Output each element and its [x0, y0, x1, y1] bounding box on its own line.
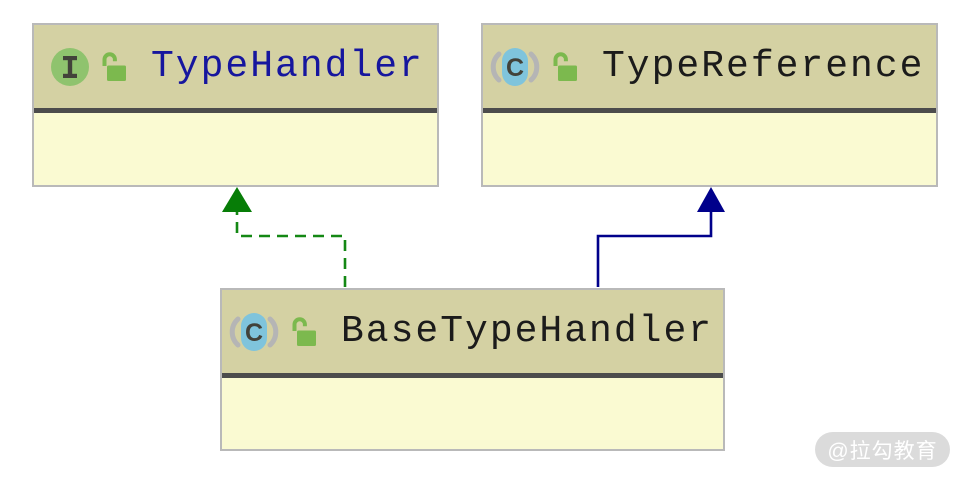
node-title: BaseTypeHandler	[341, 310, 714, 353]
node-header: C TypeReference	[483, 25, 936, 108]
edge-implements	[222, 187, 347, 287]
extends-arrowhead-icon	[697, 187, 725, 212]
implements-edge-line	[235, 211, 347, 287]
svg-text:C: C	[245, 319, 263, 347]
watermark-text: @拉勾教育	[827, 439, 938, 463]
node-title: TypeHandler	[151, 45, 424, 88]
node-separator	[34, 108, 437, 113]
node-header: C BaseTypeHandler	[222, 290, 723, 373]
unlocked-icon	[292, 316, 316, 346]
node-typehandler[interactable]: TypeHandler	[32, 23, 439, 187]
node-members-section	[222, 378, 723, 449]
node-separator	[483, 108, 936, 113]
node-header: TypeHandler	[34, 25, 437, 108]
edge-extends	[596, 187, 725, 287]
node-typereference[interactable]: C TypeReference	[481, 23, 938, 187]
interface-icon	[51, 47, 89, 86]
unlocked-icon	[553, 51, 577, 81]
watermark-badge: @拉勾教育	[815, 432, 950, 467]
node-basetypehandler[interactable]: C BaseTypeHandler	[220, 288, 725, 451]
class-icon: C	[490, 47, 540, 86]
node-separator	[222, 373, 723, 378]
class-icon: C	[229, 312, 279, 351]
unlocked-icon	[102, 51, 126, 81]
implements-arrowhead-icon	[222, 187, 252, 212]
node-title: TypeReference	[602, 45, 925, 88]
extends-edge-line	[596, 210, 713, 287]
svg-text:C: C	[506, 54, 524, 82]
node-members-section	[34, 113, 437, 185]
node-members-section	[483, 113, 936, 185]
